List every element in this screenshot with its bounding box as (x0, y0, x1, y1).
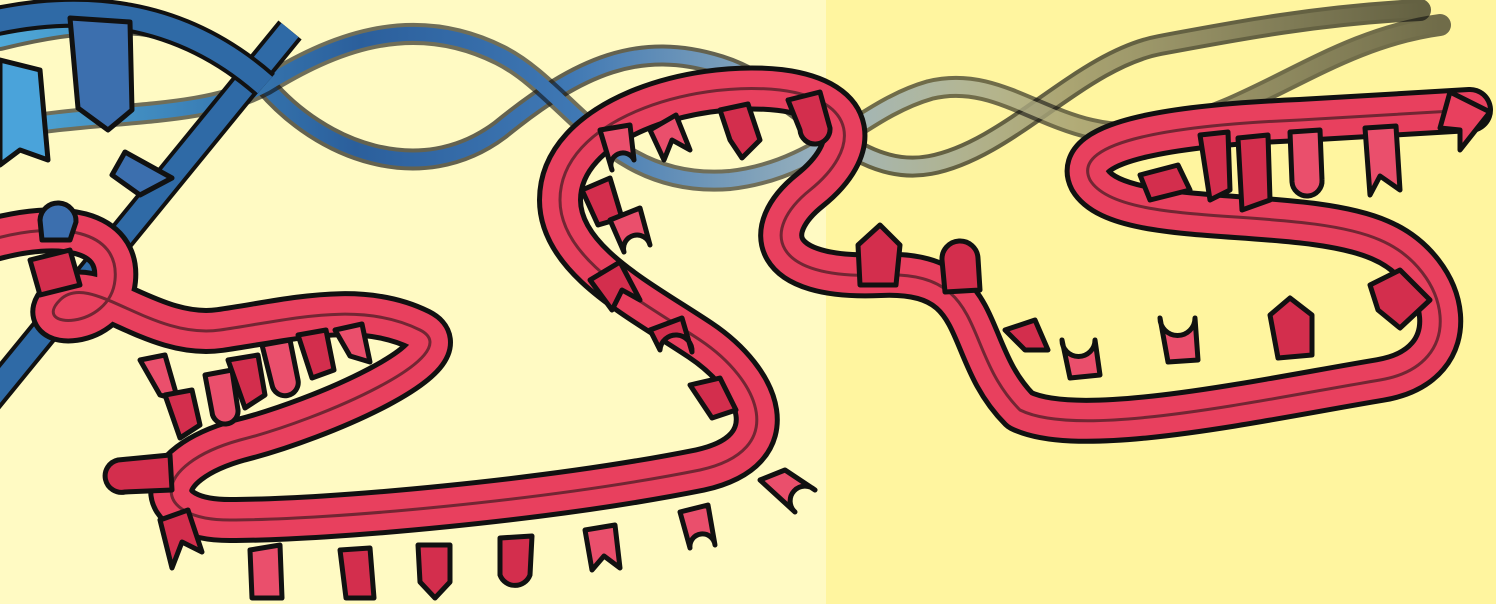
rna-bases (27, 89, 1433, 601)
dna-strand-left (0, 0, 302, 410)
rna-strand (0, 65, 1493, 543)
